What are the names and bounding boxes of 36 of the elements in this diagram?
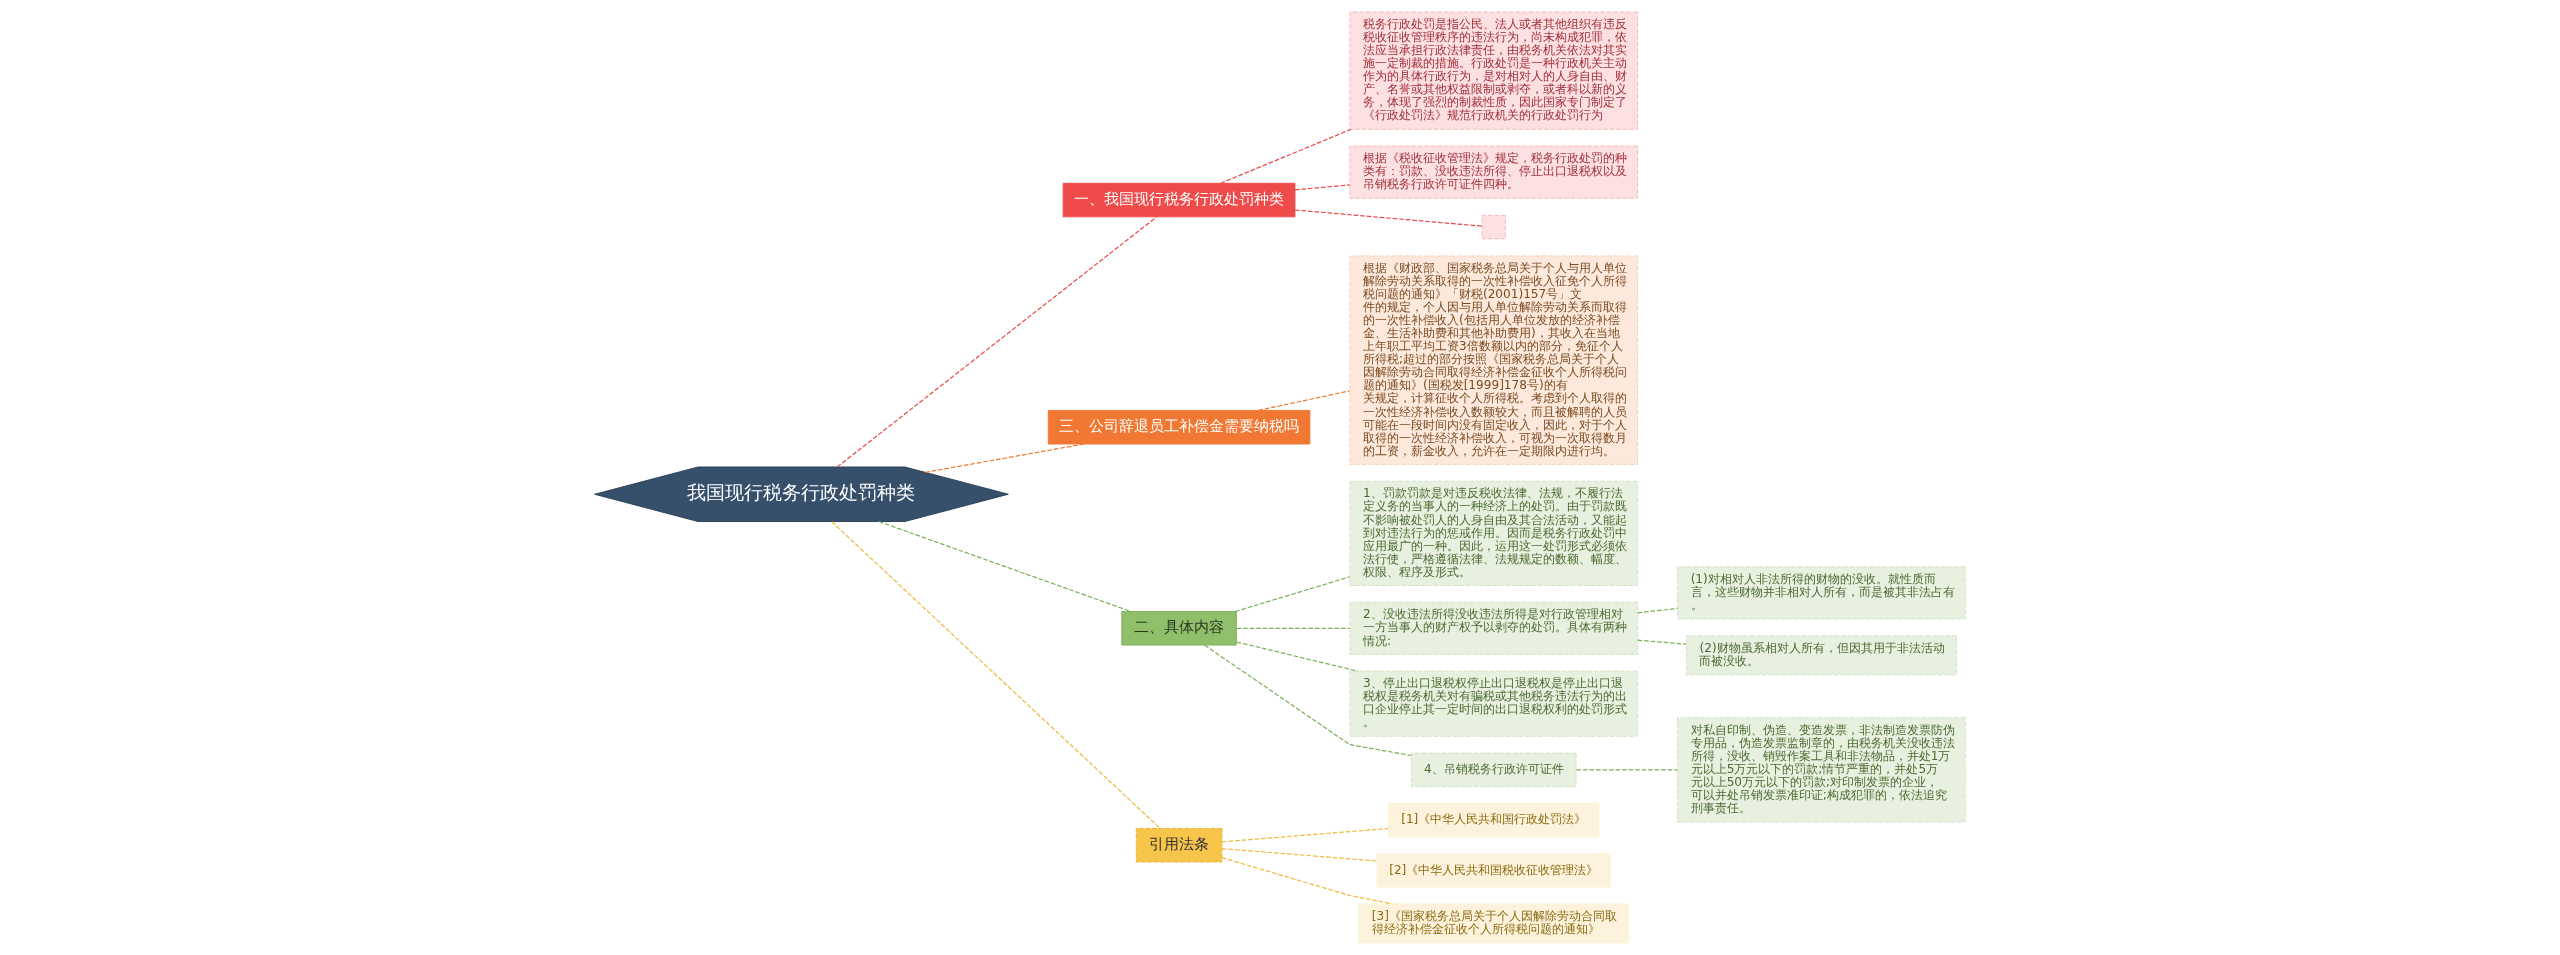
node-box: 2、没收违法所得没收违法所得是对行政管理相对一方当事人的财产权予以剥夺的处罚。具体有两种情况: (1349, 601, 1639, 655)
node-box: 3、停止出口退税权停止出口退税权是停止出口退税权是税务机关对有骗税或其他税务违法行为的出口企业停止其一定时间的出口退税权利的处罚形式。 (1349, 670, 1639, 737)
connector (1257, 390, 1351, 411)
node-box: 根据《财政部、国家税务总局关于个人与用人单位解除劳动关系取得的一次性补偿收入征免个人所得税问题的通知》「财税(2001)157号」文件的规定，个人因与用人单位解除劳动关系而取得的一次性补偿收入(包括用人单位发放的经济补偿金、生活补助费和其他补助费用)，其收入在当地上年职工平均工资3倍数额以内的部分，免征个人所得税;超过的部分按照《国家税务总局关于个人因解除劳动合同取得经济补偿金征收个人所得税问题的通知》(国税发[1999]178号)的有关规定，计算征收个人所得税。考虑到个人取得的一次性经济补偿收入数额较大，而且被解聘的人员可能在一段时间内没有固定收入，因此，对于个人取得的一次性经济补偿收入，可视为一次取得数月的工资，薪金收入，允许在一定期限内进行均。 (1349, 255, 1639, 465)
connector (1294, 184, 1351, 191)
connector (924, 443, 1085, 473)
connector (1575, 769, 1679, 771)
node-box (1481, 214, 1506, 240)
node-box: [1]《中华人民共和国行政处罚法》 (1388, 802, 1600, 838)
node-box: 一、我国现行税务行政处罚种类 (1062, 182, 1296, 218)
node-box: [2]《中华人民共和国税收征收管理法》 (1376, 853, 1612, 888)
node-box: 对私自印制、伪造、变造发票，非法制造发票防伪专用品，伪造发票监制章的，由税务机关没收违法所得，没收、销毁作案工具和非法物品，并处1万元以上5万元以下的罚款;情节严重的，并处5万元以上50万元以下的罚款;对印制发票的企业，可以并处吊销发票准印证;构成犯罪的，依法追究刑事责任。 (1677, 717, 1966, 823)
node-box: (1)对相对人非法所得的财物的没收。就性质而言，这些财物并非相对人所有，而是被其非法占有。 (1677, 566, 1966, 620)
connector (1219, 128, 1352, 184)
connector (1221, 827, 1390, 843)
node-box: 1、罚款罚款是对违反税收法律、法规，不履行法定义务的当事人的一种经济上的处罚。由于罚款既不影响被处罚人的人身自由及其合法活动，又能起到对违法行为的惩戒作用。因而是税务行政处罚中应用最广的一种。因此，运用这一处罚形式必须依法行使，严格遵循法律、法规规定的数额、幅度、权限、程序及形式。 (1349, 480, 1639, 586)
connector (1637, 639, 1687, 645)
node-box: 引用法条 (1135, 828, 1223, 863)
node-box: 4、吊销税务行政许可证件 (1410, 752, 1577, 788)
connector (1234, 576, 1351, 613)
node-box: (2)财物虽系相对人所有，但因其用于非法活动而被没收。 (1686, 635, 1957, 676)
node-box: 根据《税收征收管理法》规定，税务行政处罚的种类有：罚款、没收违法所得、停止出口退税权以及吊销税务行政许可证件四种。 (1349, 145, 1639, 199)
connector (1221, 848, 1378, 862)
connector (1294, 209, 1483, 227)
node-box: 三、公司辞退员工补偿金需要纳税吗 (1047, 410, 1311, 445)
node-box: 税务行政处罚是指公民、法人或者其他组织有违反税收征收管理秩序的违法行为，尚未构成犯罪，依法应当承担行政法律责任，由税务机关依法对其实施一定制裁的措施。行政处罚是一种行政机关主动作为的具体行政行为，是对相对人的人身自由、财产、名誉或其他权益限制或剥夺，或者科以新的义务，体现了强烈的制裁性质，因此国家专门制定了《行政处罚法》规范行政机关的行政处罚行为 (1349, 11, 1639, 130)
connector (831, 521, 1161, 829)
connector (1236, 641, 1359, 672)
node-box: 二、具体内容 (1121, 611, 1237, 646)
connector (1204, 644, 1412, 757)
connector (1236, 627, 1351, 629)
node-box: [3]《国家税务总局关于个人因解除劳动合同取得经济补偿金征收个人所得税问题的通知》 (1358, 903, 1630, 944)
connector (1221, 857, 1393, 905)
connector (1637, 607, 1679, 614)
connector (878, 520, 1132, 613)
connector (836, 216, 1158, 468)
